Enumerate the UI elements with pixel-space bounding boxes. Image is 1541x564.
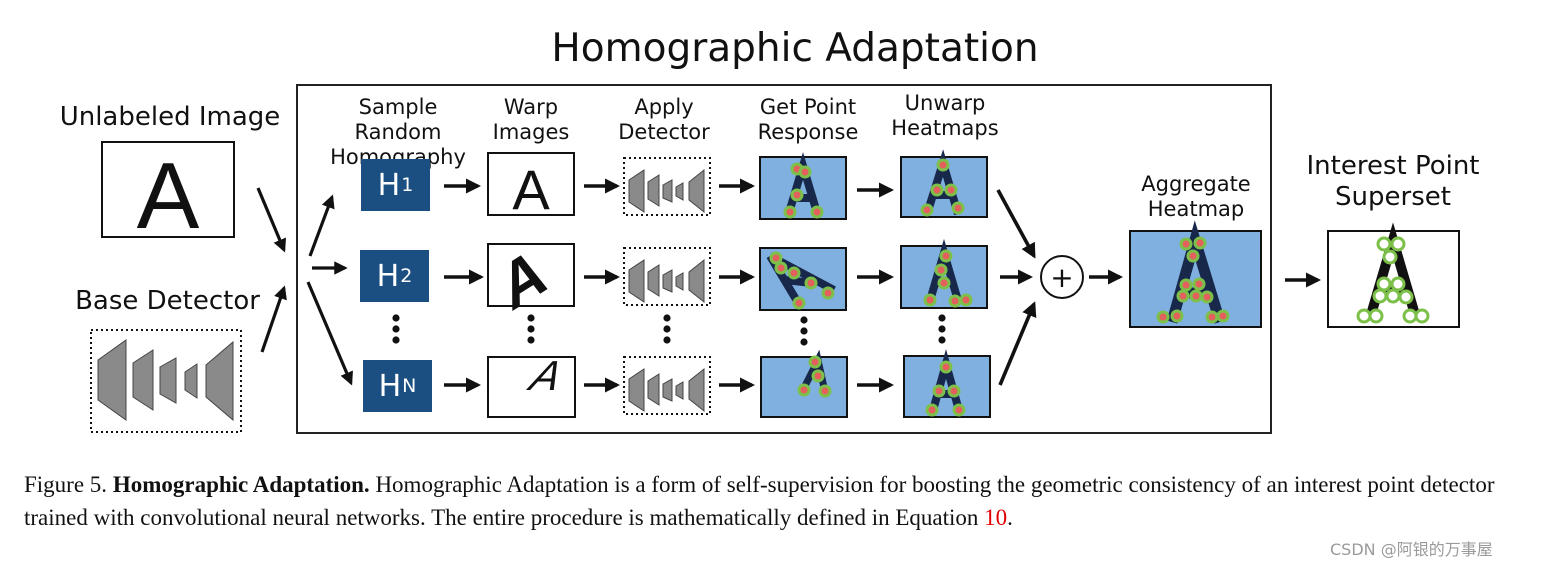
homography-h2-sub: 2 [400,265,413,287]
step-label-superset: Interest Point Superset [1306,151,1480,213]
unlabeled-image-letter: A [137,143,200,248]
homography-hn-sub: N [402,375,417,397]
sum-symbol: + [1050,261,1073,294]
step-label-aggregate: Aggregate Heatmap [1141,172,1251,222]
warped-image-1: A [487,152,575,221]
step-label-unwarp: Unwarp Heatmaps [891,91,999,141]
unlabeled-image-box [101,141,235,238]
unwarped-heatmap-1 [900,149,988,218]
caption-text: Homographic Adaptation is a form of self… [24,472,1495,530]
watermark: CSDN @阿银的万事屋 [1330,540,1493,559]
warped-image-2: A [487,234,575,325]
interest-point-superset [1327,222,1460,328]
detector-icon-2 [623,247,711,306]
base-detector-label: Base Detector [75,286,260,316]
response-heatmap-2 [759,247,847,311]
caption-suffix: . [1007,505,1013,530]
homography-hn-base: H [378,368,402,404]
unlabeled-image-label: Unlabeled Image [59,102,281,132]
sum-node [1040,255,1084,299]
homography-h1-sub: 1 [401,174,414,196]
base-detector-network-icon [90,329,242,433]
flow-arrows [444,178,1322,393]
aggregate-heatmap [1129,220,1262,328]
unwarped-heatmap-n [903,349,991,418]
figure-caption: Figure 5. Homographic Adaptation. Homogr… [24,468,1524,534]
homography-h1-base: H [377,167,401,203]
caption-prefix: Figure 5. [24,472,113,497]
pipeline-frame [296,84,1272,434]
detector-icon-n [623,356,711,415]
ellipsis-dots [392,314,946,346]
step-label-apply: Apply Detector [618,95,710,145]
warped-image-n: A [487,353,576,418]
step-label-warp: Warp Images [492,95,570,145]
caption-equation-link[interactable]: 10 [984,505,1008,530]
warped-image-1-letter: A [512,158,550,221]
step-label-response: Get Point Response [757,95,859,145]
response-heatmap-n [760,349,848,418]
detector-icon-1 [623,157,711,216]
unwarped-heatmap-2 [900,238,988,309]
homography-h2-base: H [376,258,400,294]
caption-bold-title: Homographic Adaptation. [112,472,370,497]
response-heatmap-1 [759,152,847,220]
diagram-title: Homographic Adaptation [551,26,1039,71]
input-arrows [256,187,353,386]
